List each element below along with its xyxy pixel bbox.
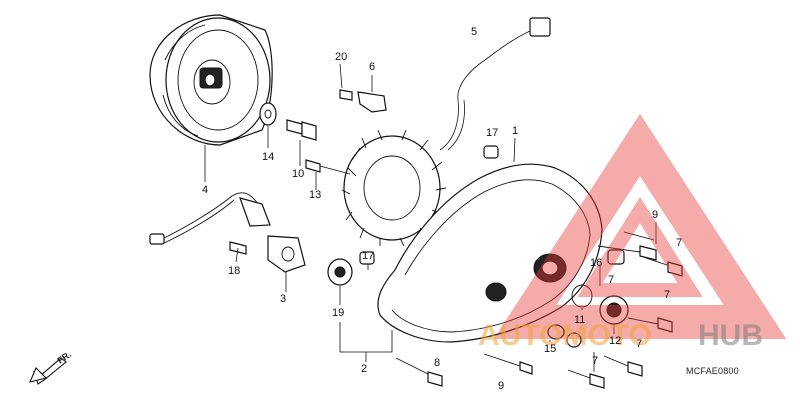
flywheel-bolt-drawing — [286, 119, 317, 141]
callout-20: 20 — [335, 51, 347, 63]
callout-11: 11 — [574, 314, 585, 326]
callout-7-c: 7 — [664, 289, 670, 301]
callout-9-bottom: 9 — [498, 380, 504, 392]
leader-lines — [204, 63, 657, 372]
front-arrow-icon — [29, 357, 67, 385]
oil-seal-drawing — [327, 249, 629, 348]
callout-16: 16 — [590, 257, 602, 269]
figure-code: MCFAE0800 — [686, 366, 739, 376]
stator-bolt-drawing — [305, 159, 351, 175]
callout-1: 1 — [512, 125, 518, 137]
callout-15: 15 — [544, 343, 556, 355]
watermark-word-1: AUTOMOTO — [478, 319, 652, 352]
callout-labels: 20 6 5 14 10 13 4 17 1 18 3 19 2 8 9 9 7… — [202, 26, 682, 392]
cable-guide-drawing — [339, 89, 387, 113]
callout-3: 3 — [280, 293, 286, 305]
callout-5: 5 — [471, 26, 477, 38]
flywheel-drawing — [149, 14, 273, 146]
pulse-generator-drawing — [149, 192, 306, 273]
callout-18: 18 — [228, 265, 240, 277]
cover-bolts-drawing — [395, 231, 683, 389]
callout-9-right: 9 — [652, 209, 658, 221]
washer-drawing — [259, 102, 277, 126]
callout-13: 13 — [309, 189, 321, 201]
dowel-pin-drawing — [359, 145, 499, 265]
callout-17-mid: 17 — [362, 250, 374, 262]
callout-8: 8 — [434, 357, 440, 369]
callout-19: 19 — [332, 307, 344, 319]
callout-7-a: 7 — [676, 237, 682, 249]
callout-17-top: 17 — [486, 127, 498, 139]
crankcase-cover-drawing — [377, 163, 603, 343]
callout-7-d: 7 — [636, 338, 642, 350]
callout-10: 10 — [292, 168, 304, 180]
callout-6: 6 — [369, 61, 375, 73]
watermark-word-2: HUB — [698, 319, 763, 352]
callout-2: 2 — [361, 363, 367, 375]
callout-7-b: 7 — [608, 274, 614, 286]
watermark-text: AUTOMOTO HUB — [478, 319, 763, 352]
callout-14: 14 — [262, 151, 274, 163]
watermark-logo — [493, 113, 787, 339]
callout-12: 12 — [609, 335, 621, 347]
callout-4: 4 — [202, 184, 208, 196]
stator-drawing — [341, 17, 551, 247]
callout-7-e: 7 — [592, 355, 598, 367]
